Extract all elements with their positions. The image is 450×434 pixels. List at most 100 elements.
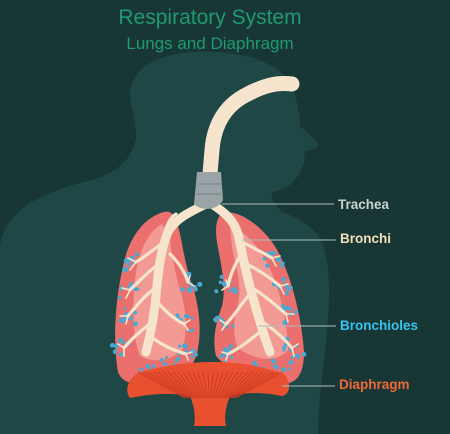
airway-tree [117,76,300,361]
alveolus-dot [252,360,258,366]
diaphragm-fiber [222,371,249,399]
diaphragm-muscle [127,362,290,426]
alveolus-dot [123,258,129,264]
alveolus-dot [175,313,180,318]
alveolus-dot [215,315,219,320]
trachea-tube [200,76,300,206]
alveolus-dot [228,289,232,293]
alveolus-dot [219,354,224,359]
label-diaphragm: Diaphragm [339,377,410,392]
alveolus-dot [132,321,138,327]
alveolus-dot [117,296,122,300]
alveolus-dot [262,256,267,261]
page-subtitle: Lungs and Diaphragm [126,34,294,53]
alveolus-dot [282,348,286,352]
diaphragm-fiber [219,371,239,399]
right-bronchi-branches [224,212,294,356]
diaphragm-fiber [142,371,187,399]
alveolus-dot [176,357,180,361]
alveolus-dot [165,356,169,359]
page-title: Respiratory System [118,6,302,29]
alveolus-dot [214,289,219,294]
diaphragm-dome [127,362,290,426]
diaphragm-fiber [152,371,191,399]
alveolus-dot [109,343,115,348]
alveolus-dot [118,318,124,324]
label-bronchi: Bronchi [340,231,392,246]
alveolus-dot [281,367,286,373]
diaphragm-fiber [214,371,224,399]
alveolus-dot [271,250,276,256]
alveolus-dot [265,263,270,268]
diaphragm-fiber [137,371,186,399]
diaphragm-fiber [192,371,205,399]
diaphragm-fiber [207,371,210,399]
diaphragm-fiber [157,371,193,399]
alveolus-dot [218,280,223,285]
alveolus-dot [133,310,138,315]
alveolus-dot [151,364,156,368]
alveolus-dot [134,287,138,292]
alveolus-dot [127,263,131,267]
alveolus-dot [128,316,133,321]
alveolus-dot [191,316,195,320]
alveolus-dot [290,355,294,359]
alveolus-dot [281,277,287,282]
leader-lines [222,203,336,387]
diaphragm-fiber [202,371,208,399]
diaphragm-fiber [147,371,189,399]
diaphragm-fiber [187,371,203,399]
diaphragm-fiber [226,371,259,399]
alveolus-dot [231,286,237,292]
alveolus-dot [114,343,119,349]
alveolus-dot [191,328,195,332]
diaphragm-fiber [215,371,229,399]
diaphragm-fiber [235,371,284,399]
alveolus-dot [287,306,292,312]
label-bronchioles: Bronchioles [340,318,419,333]
alveolus-dot [159,357,164,362]
left-bronchi-branches [122,212,190,356]
alveolus-dot [190,354,194,359]
alveolus-dot [288,367,291,371]
alveolus-dot [301,351,307,357]
alveolus-dot [222,347,228,352]
alveolus-dot [226,326,230,330]
diaphragm-fiber [197,371,207,399]
alveolus-dot [286,287,290,292]
alveolus-dot [281,261,285,266]
alveolus-dot [229,355,234,360]
diaphragm-fiber [182,371,201,399]
alveolus-dot [119,338,124,344]
alveolus-dot [272,359,277,364]
diaphragm-fiber [210,371,214,399]
alveolus-dot [275,256,282,263]
alveolus-dot [197,281,203,287]
alveolus-dot [288,348,292,352]
bronchiole-twigs [117,255,299,361]
alveolus-dot [282,320,288,326]
alveolus-dot [231,324,235,328]
alveolus-dot [285,291,290,296]
diaphragm-fiber [167,371,196,399]
alveolus-dot [186,314,191,319]
alveolus-dot [139,367,143,372]
diaphragm-fiber [162,371,194,399]
alveolus-dot [284,284,289,289]
alveolus-dot [163,362,166,366]
diaphragm-fiber [221,371,244,399]
alveolus-dot [181,343,187,348]
alveolus-dot [180,286,185,292]
diaphragm-fiber [224,371,254,399]
alveolus-dot [135,252,140,257]
alveolus-dot [145,364,151,369]
alveolus-dot [272,364,276,368]
alveolus-dot [229,344,234,349]
alveolus-dot [129,281,133,286]
diaphragm-fiber [172,371,198,399]
alveolus-dot [112,349,118,355]
alveolus-dot [186,287,192,293]
alveolus-dot [281,304,285,308]
alveolus-dot [118,352,124,357]
